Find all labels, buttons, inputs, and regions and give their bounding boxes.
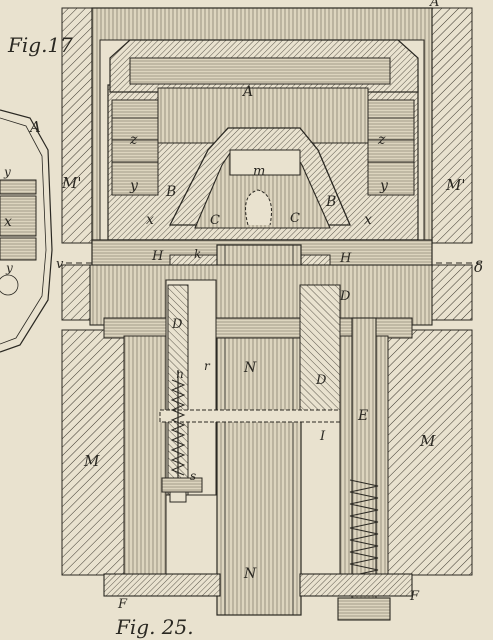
label-f-left: F — [117, 597, 128, 612]
label-m-right: M — [419, 432, 436, 450]
label-n: n — [176, 367, 184, 381]
label-k: k — [194, 247, 201, 261]
label-m-left: M — [83, 452, 100, 470]
head-casting — [107, 39, 419, 241]
inset-figure — [0, 109, 53, 353]
label-m-prime-right: M' — [445, 176, 465, 194]
label-x-inset: x — [4, 214, 12, 230]
label-a-left: A — [28, 118, 41, 136]
label-n-lower: N — [243, 566, 257, 582]
label-a-top: A — [429, 0, 439, 10]
label-d-left: D — [171, 317, 183, 332]
label-z-left: z — [129, 132, 138, 148]
label-c-left: C — [210, 213, 220, 228]
label-d-right-lower: D — [315, 373, 327, 388]
label-h-left: H — [151, 249, 164, 264]
label-h-right: H — [339, 251, 352, 266]
label-r: r — [204, 359, 211, 373]
label-x-left: x — [146, 212, 154, 228]
label-i: I — [319, 429, 326, 444]
label-m: m — [253, 164, 265, 179]
label-y-right: y — [379, 178, 389, 194]
label-d-right-upper: D — [339, 289, 351, 304]
label-z-right: z — [377, 132, 386, 148]
bolt-e — [337, 317, 391, 621]
lower-masonry — [61, 264, 473, 576]
label-b-left: B — [165, 184, 176, 200]
label-c-right: C — [290, 211, 300, 226]
base-flange — [103, 573, 413, 597]
label-y-left: y — [129, 178, 139, 194]
label-n-upper: N — [243, 360, 257, 376]
label-m-prime-left: M' — [61, 174, 81, 192]
label-x-right: x — [364, 212, 372, 228]
figure-caption-bottom: Fig. 25. — [115, 615, 194, 639]
label-s: s — [190, 469, 196, 483]
label-y-inset-bottom: y — [5, 261, 13, 275]
label-v: v — [56, 257, 64, 272]
spring-left — [161, 370, 203, 503]
label-b-right: B — [325, 194, 336, 210]
label-delta: δ — [474, 258, 483, 276]
label-y-inset-top: y — [3, 165, 11, 179]
label-a-center: A — [241, 84, 253, 100]
label-e: E — [357, 408, 368, 424]
figure-caption-top: Fig.17 — [7, 33, 73, 57]
label-f-right: F — [409, 589, 420, 604]
